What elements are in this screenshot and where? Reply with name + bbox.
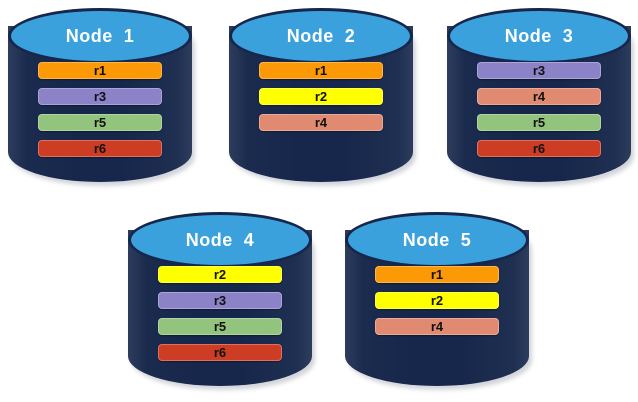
- cylinder-top-ellipse: [128, 212, 312, 268]
- replica-list: r2 r3 r5 r6: [158, 266, 282, 370]
- cylinder-top-ellipse: [447, 8, 631, 64]
- replica-bar[interactable]: r1: [259, 62, 383, 79]
- cylinder-top-ellipse: [8, 8, 192, 64]
- replica-bar[interactable]: r5: [477, 114, 601, 131]
- replica-list: r1 r3 r5 r6: [38, 62, 162, 166]
- replica-list: r3 r4 r5 r6: [477, 62, 601, 166]
- replica-bar[interactable]: r3: [158, 292, 282, 309]
- replica-bar[interactable]: r1: [38, 62, 162, 79]
- replica-bar[interactable]: r2: [375, 292, 499, 309]
- replica-list: r1 r2 r4: [259, 62, 383, 140]
- cylinder-top-ellipse: [345, 212, 529, 268]
- cylinder-top-ellipse: [229, 8, 413, 64]
- replica-bar[interactable]: r4: [477, 88, 601, 105]
- replica-bar[interactable]: r5: [38, 114, 162, 131]
- replica-bar[interactable]: r5: [158, 318, 282, 335]
- replica-list: r1 r2 r4: [375, 266, 499, 344]
- replica-bar[interactable]: r6: [477, 140, 601, 157]
- replica-bar[interactable]: r2: [259, 88, 383, 105]
- replica-bar[interactable]: r2: [158, 266, 282, 283]
- replica-bar[interactable]: r3: [38, 88, 162, 105]
- replica-bar[interactable]: r4: [375, 318, 499, 335]
- replica-bar[interactable]: r4: [259, 114, 383, 131]
- replica-bar[interactable]: r1: [375, 266, 499, 283]
- replica-bar[interactable]: r6: [38, 140, 162, 157]
- replica-bar[interactable]: r3: [477, 62, 601, 79]
- replica-bar[interactable]: r6: [158, 344, 282, 361]
